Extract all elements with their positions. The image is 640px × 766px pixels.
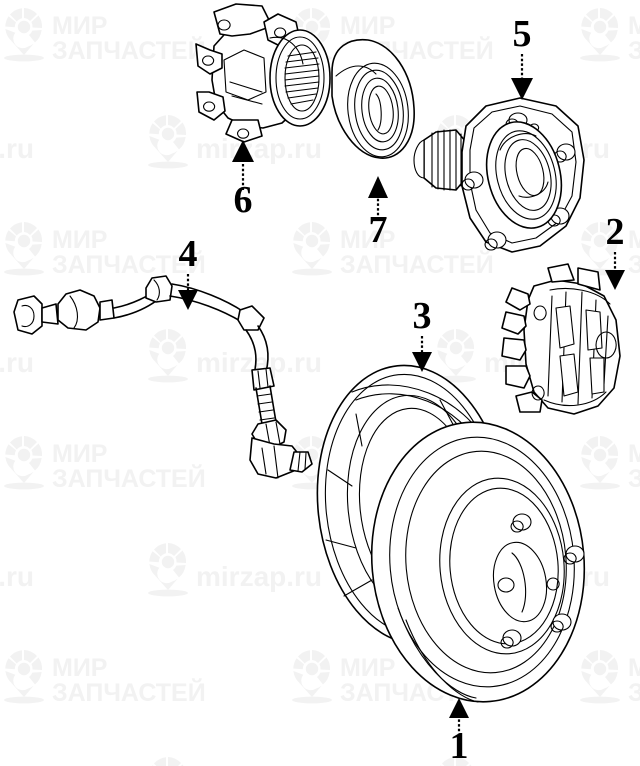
callout-3: 3: [412, 295, 432, 372]
callout-label-5: 5: [513, 13, 532, 55]
part-wheel-bearing: [331, 38, 415, 159]
callout-label-2: 2: [606, 211, 625, 253]
callout-7: 7: [368, 176, 388, 251]
callout-label-4: 4: [179, 233, 198, 275]
callout-2: 2: [605, 211, 625, 290]
callout-label-3: 3: [413, 295, 432, 337]
callout-5: 5: [511, 13, 533, 100]
callout-6: 6: [232, 140, 254, 221]
callout-label-7: 7: [369, 209, 388, 251]
callout-1: 1: [449, 698, 469, 766]
callout-label-6: 6: [234, 179, 253, 221]
callout-4: 4: [178, 233, 198, 310]
callout-label-1: 1: [450, 725, 469, 766]
